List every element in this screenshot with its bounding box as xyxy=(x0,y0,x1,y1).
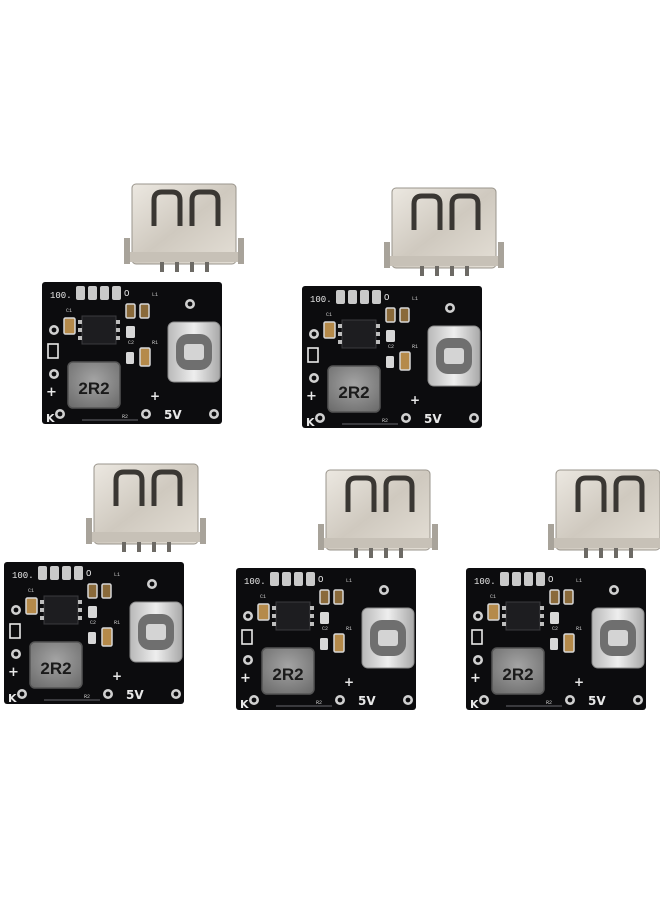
inductor-marking: 2R2 xyxy=(78,379,109,398)
plus-mark: + xyxy=(574,675,584,689)
component-code: R2 xyxy=(122,414,128,420)
output-voltage-label: 5V xyxy=(164,408,182,422)
module-3 xyxy=(4,464,206,704)
top-code: 100. xyxy=(474,577,496,587)
component-code: C1 xyxy=(28,588,34,594)
component-code: C1 xyxy=(260,594,266,600)
component-code: C2 xyxy=(388,344,394,350)
component-code: L1 xyxy=(114,572,120,578)
top-code: 100. xyxy=(244,577,266,587)
o-mark: O xyxy=(548,575,553,585)
plus-mark: + xyxy=(470,671,481,686)
component-code: R1 xyxy=(412,344,418,350)
module-2 xyxy=(302,188,504,428)
plus-mark: + xyxy=(410,393,420,407)
inductor-marking: 2R2 xyxy=(502,665,533,684)
component-code: R2 xyxy=(382,418,388,424)
module-4 xyxy=(236,470,438,710)
component-code: C1 xyxy=(326,312,332,318)
plus-mark: + xyxy=(240,671,251,686)
plus-mark: + xyxy=(46,385,57,400)
plus-mark: + xyxy=(8,665,19,680)
k-mark: K xyxy=(306,416,315,429)
output-voltage-label: 5V xyxy=(588,694,606,708)
component-code: C2 xyxy=(128,340,134,346)
k-mark: K xyxy=(46,412,55,425)
plus-mark: + xyxy=(112,669,122,683)
o-mark: O xyxy=(124,289,129,299)
component-code: L1 xyxy=(412,296,418,302)
plus-mark: + xyxy=(306,389,317,404)
component-code: R1 xyxy=(346,626,352,632)
inductor-marking: 2R2 xyxy=(40,659,71,678)
component-code: R2 xyxy=(84,694,90,700)
top-code: 100. xyxy=(310,295,332,305)
component-code: C1 xyxy=(490,594,496,600)
component-code: R2 xyxy=(546,700,552,706)
top-code: 100. xyxy=(50,291,72,301)
output-voltage-label: 5V xyxy=(424,412,442,426)
k-mark: K xyxy=(240,698,249,711)
component-code: L1 xyxy=(346,578,352,584)
output-voltage-label: 5V xyxy=(126,688,144,702)
inductor-marking: 2R2 xyxy=(272,665,303,684)
plus-mark: + xyxy=(150,389,160,403)
component-code: L1 xyxy=(576,578,582,584)
k-mark: K xyxy=(8,692,17,705)
inductor-marking: 2R2 xyxy=(338,383,369,402)
component-code: R1 xyxy=(576,626,582,632)
component-code: R2 xyxy=(316,700,322,706)
component-code: C2 xyxy=(322,626,328,632)
o-mark: O xyxy=(86,569,91,579)
component-code: R1 xyxy=(152,340,158,346)
component-code: C1 xyxy=(66,308,72,314)
module-1 xyxy=(42,184,244,424)
component-code: L1 xyxy=(152,292,158,298)
o-mark: O xyxy=(318,575,323,585)
component-code: R1 xyxy=(114,620,120,626)
k-mark: K xyxy=(470,698,479,711)
module-5 xyxy=(466,470,660,710)
top-code: 100. xyxy=(12,571,34,581)
component-code: C2 xyxy=(552,626,558,632)
o-mark: O xyxy=(384,293,389,303)
output-voltage-label: 5V xyxy=(358,694,376,708)
plus-mark: + xyxy=(344,675,354,689)
component-code: C2 xyxy=(90,620,96,626)
